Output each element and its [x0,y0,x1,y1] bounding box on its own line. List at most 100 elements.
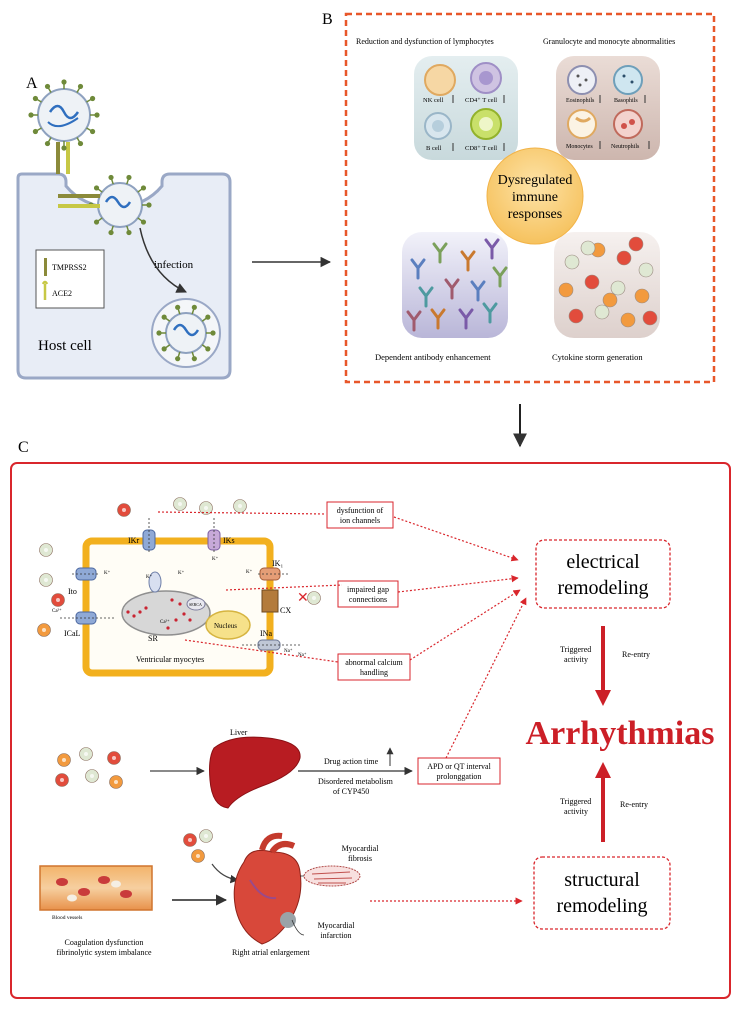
change-arrows [599,95,650,149]
virus-spikes [28,79,100,151]
triggered-bottom-line-2: activity [564,807,588,816]
cytokine-icon [616,250,632,266]
cytokine-core [114,780,118,784]
center-line-1: Dysregulated [498,173,573,188]
structural-line-2: remodeling [556,895,647,917]
right-atrial-label: Right atrial enlargement [232,948,310,957]
endosome-virus-icon [165,312,207,354]
structural-remodeling-box [533,856,671,930]
spike-protein-head [28,112,34,118]
ik1-label: IK₁ [272,559,283,568]
cd8-cell-label: CD8⁺ T cell [465,145,497,152]
surface-receptors [58,194,100,208]
spike-protein-head [93,219,100,225]
cytokine-core [312,596,316,600]
ion-channel-box [326,501,394,529]
antibody-icon [458,308,474,330]
infection-label: infection [154,259,194,271]
k-ion-label-1: K⁺ [104,570,111,576]
liver-icon [209,736,301,809]
cytokine-core [196,854,200,858]
nk-cell-icon [424,64,456,96]
decrease-arrows [452,95,505,151]
serca-pump-icon [186,597,206,611]
spike-protein-head [93,185,100,191]
drug-time-label: Drug action time [324,757,379,766]
spike-protein-head [161,314,167,320]
cytokine-core [56,598,60,602]
fibrosis-line-2: fibrosis [348,854,372,863]
cytokine-core [44,578,48,582]
antibody-icon [470,280,486,302]
spike-protein-head [108,174,114,181]
cytokine-core [42,628,46,632]
cytokine-icon [584,274,600,290]
antibody-icon [482,302,498,324]
spike-protein-head [77,83,84,90]
storm-label: Cytokine storm generation [552,352,643,362]
center-line-3: responses [508,207,562,222]
nucleus-icon [205,610,251,640]
spike-protein-head [191,356,197,362]
ade-label: Dependent antibody enhancement [375,352,491,362]
spike-protein-head [126,229,132,236]
cytokine-core [204,506,208,510]
spike-protein-head [108,229,114,236]
neutrophil-label: Neutrophils [611,144,640,150]
mechanism-arrows [157,511,527,905]
infarction-line-2: infarction [320,931,351,940]
cytokine-core [122,508,126,512]
eosinophil-icon [567,65,597,95]
myocyte-label: Ventricular myocytes [136,655,204,664]
virus-spikes [88,174,152,236]
cytokine-icon [564,254,580,270]
apd-box [417,757,501,785]
b-cell-label: B cell [426,145,442,152]
spike-protein-head [161,346,167,352]
receptor-legend [35,249,105,309]
cytokine-icon [568,308,584,324]
panel-a-letter: A [26,75,38,92]
metabolism-line-1: Disordered metabolism [318,777,394,786]
ito-label: Ito [68,587,77,596]
spike-protein-head [89,128,96,135]
spike-protein-head [61,79,67,85]
spike-protein-head [205,314,211,320]
cx-block-icon: ✕ [297,591,309,606]
panel-a: A TMPRSS2 ACE2 infection [16,75,232,380]
cytokine-icon [620,312,636,328]
monocyte-icon [567,109,597,139]
spike-protein-head [32,128,39,135]
panel-c: C Ventricular myocytes SR Ca²⁺ Nucleus S… [10,439,731,999]
center-line-2: immune [512,190,558,205]
metabolism-line-2: of CYP450 [333,787,369,796]
triggered-top-line-1: Triggered [560,645,591,654]
cytokine-core [44,548,48,552]
electrical-remodeling-box [535,539,671,609]
cytokine-core [112,756,116,760]
antibody-icons [406,238,508,332]
panel-c-border [10,462,731,999]
na-ion-label-1: Na⁺ [284,648,293,654]
tmprss2-legend-icon [44,258,47,276]
spike-protein-head [140,185,147,191]
antibody-icon [418,286,434,308]
lymphocyte-title: Reduction and dysfunction of lymphocytes [356,37,494,46]
ace2-legend-icon [41,280,49,300]
cytokine-icon [602,292,618,308]
na-ion-label-2: Na⁺ [298,652,307,658]
cytokine-core [204,834,208,838]
reentry-bottom: Re-entry [620,800,648,809]
apd-line-1: APD or QT interval [427,762,491,771]
cytokine-icon [594,304,610,320]
neutrophil-icon [613,109,643,139]
fibrosis-strands [311,871,353,884]
ina-channel-icon [257,639,281,651]
immune-response-center [486,147,584,245]
cytokine-icon [558,282,574,298]
antibody-icon [484,238,500,260]
k-ion-label-3: K⁺ [178,570,185,576]
antibody-icon [492,266,508,288]
